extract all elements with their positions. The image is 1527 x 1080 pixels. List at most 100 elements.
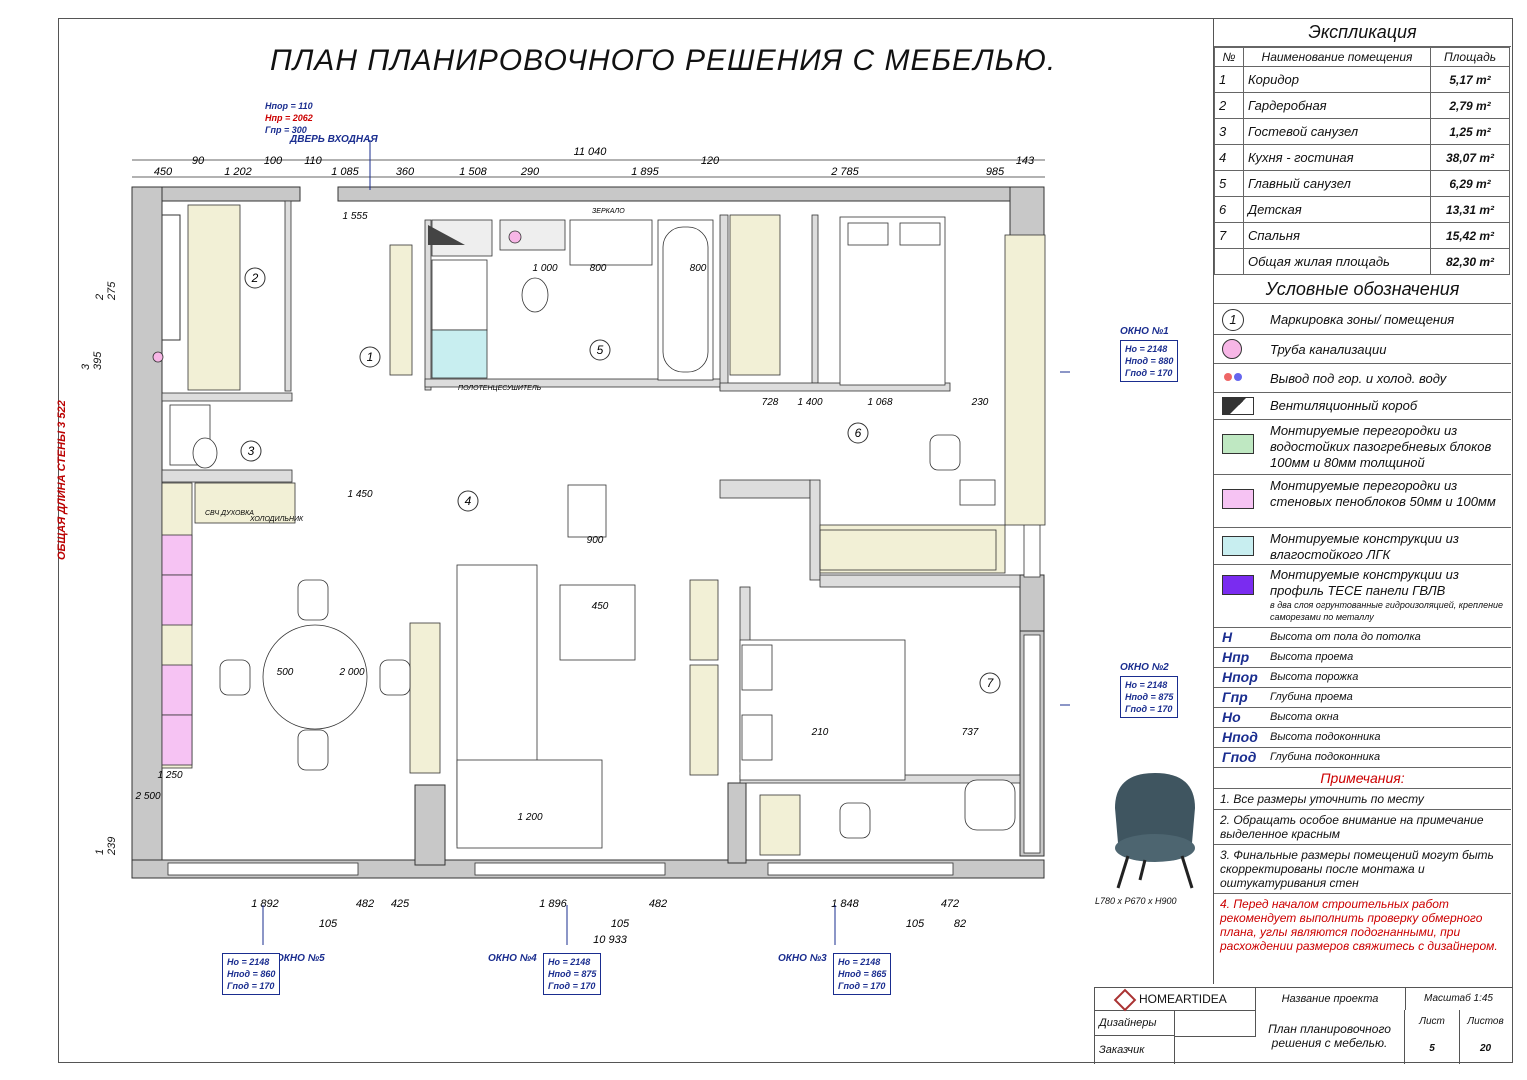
label-towel-dryer: ПОЛОТЕНЦЕСУШИТЕЛЬ <box>458 385 542 392</box>
dim-inner-611: 230 <box>971 397 989 408</box>
legend-row-vent: Вентиляционный короб <box>1214 393 1511 420</box>
window-1-h: Но = 2148 <box>1125 344 1168 354</box>
notes-title: Примечания: <box>1214 768 1511 789</box>
explication-title: Экспликация <box>1214 18 1511 47</box>
dim-inner-800: 800 <box>690 263 707 274</box>
window-1-hp: Нпод = 880 <box>1125 356 1174 366</box>
dim-bottom-5: 105 <box>611 918 630 930</box>
dim-inner-630: 728 <box>762 397 779 408</box>
sheets-label: Листов <box>1467 1016 1504 1027</box>
dim-inner-353: 1 250 <box>157 770 182 781</box>
window-2-gp: Гпод = 170 <box>1125 704 1173 714</box>
dim-left-12: 1 239 <box>94 836 118 855</box>
label-mirror: ЗЕРКАЛО <box>592 208 625 215</box>
abbr-row: Гпр Глубина проема <box>1214 688 1511 708</box>
cell: Гардеробная <box>1243 92 1431 119</box>
label-fridge: ХОЛОДИЛЬНИК <box>249 516 304 523</box>
legend-row-green: Монтируемые перегородки из водостойких п… <box>1214 420 1511 475</box>
cell: 6,29 m² <box>1430 170 1510 197</box>
legend-text: Монтируемые конструкции из профиль ТЕСЕ … <box>1270 567 1459 598</box>
room-number-5: 5 <box>597 343 604 357</box>
cell: 15,42 m² <box>1430 222 1510 249</box>
window-5-params: Но = 2148 Нпод = 860 Гпод = 170 <box>222 953 281 995</box>
abbr-row: Н Высота от пола до потолка <box>1214 628 1511 648</box>
plan-labels: ЗЕРКАЛО ПОЛОТЕНЦЕСУШИТЕЛЬ СВЧ ДУХОВКА ХО… <box>205 208 625 523</box>
dim-bottom-7: 1 848 <box>831 898 859 910</box>
abbr-symbol: Гпр <box>1222 689 1248 705</box>
pink-partition-swatch <box>1222 489 1254 509</box>
dim-inner-250: 2 500 <box>134 791 160 802</box>
customer-label: Заказчик <box>1095 1036 1175 1064</box>
cell: 5 <box>1214 170 1244 197</box>
cell: 7 <box>1214 222 1244 249</box>
note-2: 2. Обращать особое внимание на примечани… <box>1214 810 1511 845</box>
room-number-4: 4 <box>465 494 472 508</box>
room-number-3: 3 <box>248 444 255 458</box>
total-wall-length-label: ОБЩАЯ ДЛИНА СТЕНЫ 3 522 <box>56 400 68 560</box>
window-arrows <box>262 140 1070 945</box>
dim-top-11: 2 785 <box>830 166 859 178</box>
window-3-hp: Нпод = 865 <box>838 969 887 979</box>
legend-subtext: в два слоя огрунтованные гидроизоляцией,… <box>1270 600 1504 622</box>
dim-top-8: 290 <box>520 166 540 178</box>
window-1-label: ОКНО №1 <box>1120 326 1169 337</box>
cell: 4 <box>1214 144 1244 171</box>
abbr-symbol: Нпор <box>1222 669 1258 685</box>
dim-top-6: 360 <box>396 166 415 178</box>
window-1-params: Но = 2148 Нпод = 880 Гпод = 170 <box>1120 340 1179 382</box>
dim-top-2: 1 202 <box>224 166 252 178</box>
dim-inner-2110: 500 <box>277 667 294 678</box>
explication-head-area: Площадь <box>1430 47 1510 67</box>
cell: 13,31 m² <box>1430 196 1510 223</box>
window-4-hp: Нпод = 875 <box>548 969 597 979</box>
abbr-symbol: Н <box>1222 629 1233 645</box>
plan-title: ПЛАН ПЛАНИРОВОЧНОГО РЕШЕНИЯ С МЕБЕЛЬЮ. <box>270 44 1057 77</box>
window-5-label: ОКНО №5 <box>276 953 325 964</box>
sheet-cell: Лист 5 <box>1405 1010 1460 1064</box>
sewer-pipe-icon <box>1222 339 1242 359</box>
legend-text: Маркировка зоны/ помещения <box>1270 312 1455 327</box>
legend-row-water: Вывод под гор. и холод. воду <box>1214 364 1511 393</box>
right-info-panel: Экспликация № Наименование помещения Пло… <box>1213 18 1511 984</box>
legend-text: Вентиляционный короб <box>1270 398 1418 413</box>
dim-inner-1800: 1 200 <box>517 812 542 823</box>
room-markers <box>240 267 1001 694</box>
legend-title: Условные обозначения <box>1214 275 1511 304</box>
window-1-gp: Гпод = 170 <box>1125 368 1173 378</box>
window-4-label: ОКНО №4 <box>488 953 537 964</box>
cell: Главный санузел <box>1243 170 1431 197</box>
scale-label: Масштаб 1:45 <box>1424 993 1493 1004</box>
cell: 1,25 m² <box>1430 118 1510 145</box>
cell: 38,07 m² <box>1430 144 1510 171</box>
note-4: 4. Перед началом строительных работ реко… <box>1220 897 1498 953</box>
legend-row-cyan: Монтируемые конструкции из влагостойкого… <box>1214 528 1511 565</box>
dim-inner-2131: 210 <box>811 727 829 738</box>
abbr-text: Глубина проема <box>1270 691 1353 703</box>
window-3-params: Но = 2148 Нпод = 865 Гпод = 170 <box>833 953 892 995</box>
designers-value <box>1175 1010 1256 1037</box>
total-label: Общая жилая площадь <box>1243 248 1431 275</box>
marker-symbol: 1 <box>1222 309 1244 331</box>
sewer-pipes <box>152 230 522 363</box>
window-4-gp: Гпод = 170 <box>548 981 596 991</box>
abbr-text: Глубина подоконника <box>1270 751 1381 763</box>
dim-inner-0: 1 555 <box>342 211 367 222</box>
abbr-text: Высота от пола до потолка <box>1270 631 1421 643</box>
abbr-symbol: Но <box>1222 709 1241 725</box>
ventilation-box <box>161 214 181 341</box>
dim-top-1: 90 <box>192 155 205 167</box>
title-block: HOMEARTIDEA Название проекта Масштаб 1:4… <box>1094 987 1512 1064</box>
dim-inner-1250: 2 000 <box>338 667 364 678</box>
entrance-door-params: Нпор = 110 Нпр = 2062 Гпр = 300 <box>265 100 313 136</box>
window-3-gp: Гпод = 170 <box>838 981 886 991</box>
ventilation-icon <box>1222 397 1254 415</box>
dim-top-13: 143 <box>1016 155 1035 167</box>
dim-bottom-9: 472 <box>941 898 959 910</box>
